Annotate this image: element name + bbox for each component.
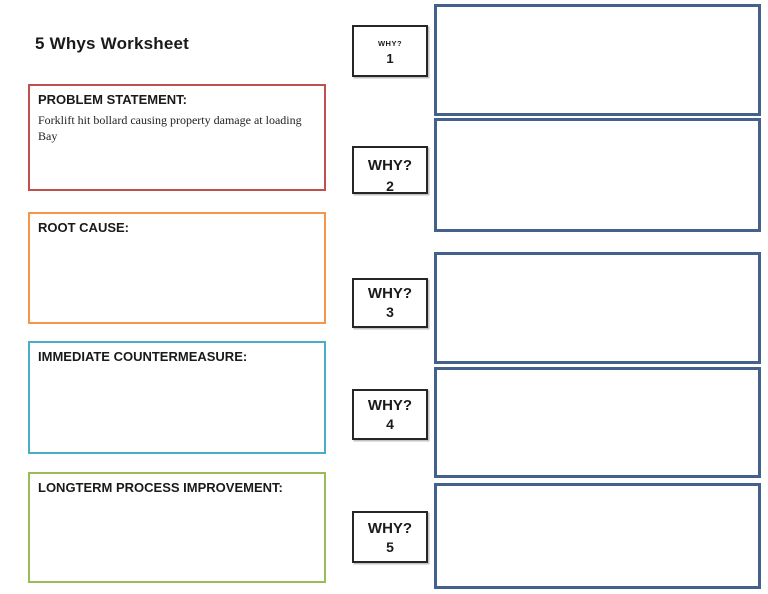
why-answer-box-3[interactable] (434, 252, 761, 364)
why-answer-box-1[interactable] (434, 4, 761, 116)
why-step-box-4: WHY? 4 (352, 389, 428, 440)
longterm-improvement-box[interactable]: LONGTERM PROCESS IMPROVEMENT: (28, 472, 326, 583)
page-title: 5 Whys Worksheet (35, 34, 190, 53)
immediate-countermeasure-label: IMMEDIATE COUNTERMEASURE: (38, 349, 248, 364)
why-step-number-3: 3 (386, 304, 394, 321)
why-step-number-1: 1 (386, 50, 394, 66)
why-step-box-1: WHY? 1 (352, 25, 428, 77)
why-step-label-2: WHY? (367, 157, 413, 174)
why-answer-box-4[interactable] (434, 367, 761, 478)
longterm-improvement-label: LONGTERM PROCESS IMPROVEMENT: (38, 480, 283, 495)
why-step-number-5: 5 (386, 539, 394, 556)
problem-statement-label: PROBLEM STATEMENT: (38, 92, 188, 107)
why-step-box-2: WHY? 2 (352, 146, 428, 194)
problem-statement-text: Forklift hit bollard causing property da… (38, 113, 302, 143)
why-answer-box-2[interactable] (434, 118, 761, 232)
why-step-box-3: WHY? 3 (352, 278, 428, 328)
why-step-label-1: WHY? (377, 39, 403, 48)
immediate-countermeasure-box[interactable]: IMMEDIATE COUNTERMEASURE: (28, 341, 326, 454)
why-answer-box-5[interactable] (434, 483, 761, 589)
why-step-number-4: 4 (386, 416, 394, 433)
problem-statement-box[interactable]: PROBLEM STATEMENT: Forklift hit bollard … (28, 84, 326, 191)
why-step-number-2: 2 (386, 178, 394, 195)
root-cause-label: ROOT CAUSE: (38, 220, 129, 235)
why-step-label-3: WHY? (367, 285, 413, 302)
why-step-label-4: WHY? (367, 397, 413, 414)
root-cause-box[interactable]: ROOT CAUSE: (28, 212, 326, 324)
why-step-label-5: WHY? (367, 520, 413, 537)
why-step-box-5: WHY? 5 (352, 511, 428, 563)
